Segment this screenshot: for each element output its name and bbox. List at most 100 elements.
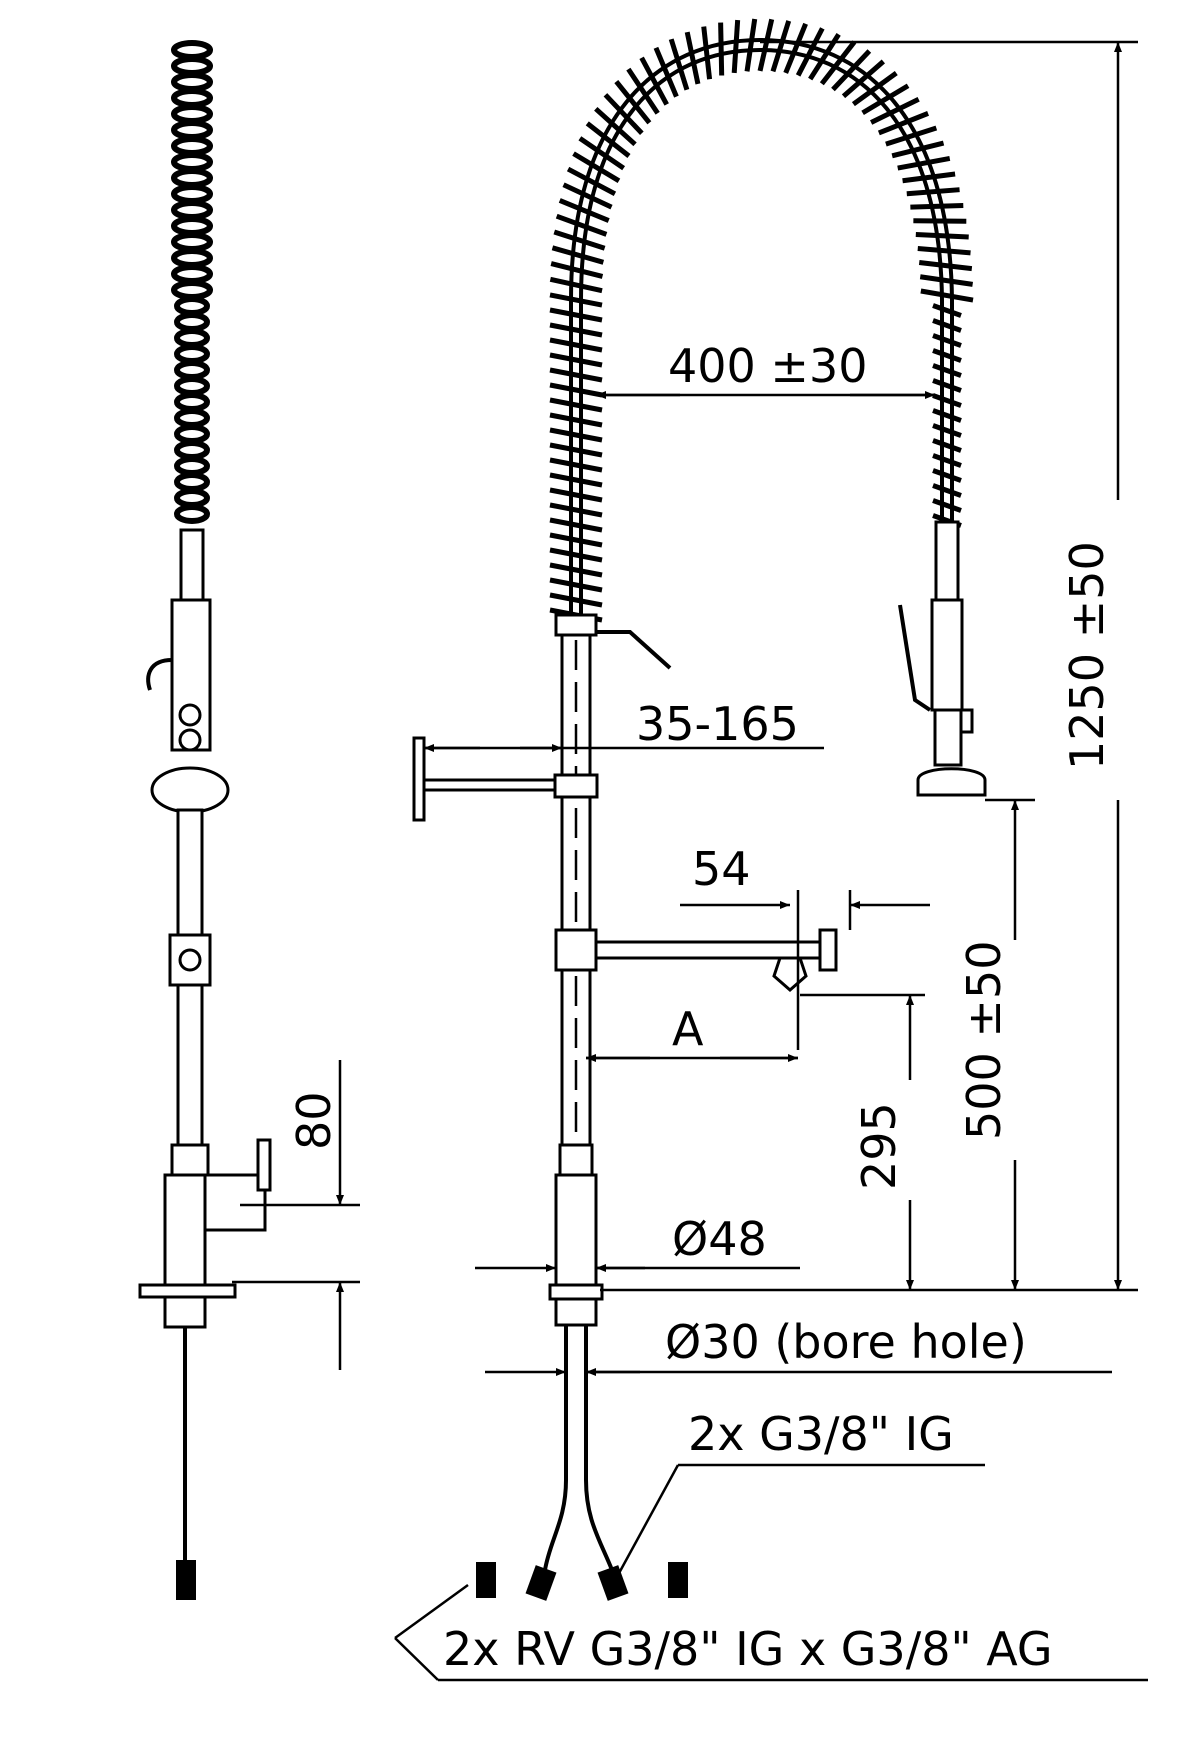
spring-coil — [917, 245, 971, 256]
spring-coil — [549, 547, 603, 563]
spring-coil — [870, 96, 920, 125]
spring-coil — [171, 184, 213, 204]
spring-coil — [549, 307, 603, 323]
side-base-nut — [163, 1295, 207, 1329]
spring-coil — [558, 198, 610, 223]
side-gun-lever — [146, 658, 173, 691]
spring-coil — [831, 49, 872, 92]
spring-coil — [731, 19, 741, 74]
spring-coil — [171, 280, 213, 300]
side-gun-knob — [178, 703, 202, 727]
spring-coil — [174, 344, 210, 364]
spring-coil — [550, 261, 604, 279]
spring-coil — [549, 276, 603, 294]
spring-coil — [932, 498, 962, 513]
spring-coil — [932, 303, 962, 318]
spring-coil — [795, 27, 825, 77]
dim-side-height-label: 80 — [287, 1091, 341, 1150]
spring-coil — [626, 67, 660, 115]
spring-coil — [549, 562, 603, 578]
spring-coil — [549, 382, 603, 398]
side-gun-knob — [178, 728, 202, 752]
front-spray-gun — [930, 598, 964, 712]
front-supply-hose-right — [584, 1325, 614, 1571]
front-mixer-body — [554, 1173, 598, 1287]
note-valves-label: 2x RV G3/8" IG x G3/8" AG — [443, 1622, 1053, 1676]
spring-coil — [555, 213, 608, 237]
spring-coil — [932, 348, 962, 363]
side-spray-gun — [170, 598, 212, 752]
dim-swivel-reach-label: A — [672, 1002, 704, 1056]
dim-body-diameter-label: Ø48 — [672, 1212, 767, 1266]
spring-coil — [932, 483, 962, 498]
spring-coil — [783, 22, 808, 74]
side-base-plate — [138, 1283, 237, 1299]
spring-coil — [551, 245, 605, 265]
front-view — [412, 18, 987, 1601]
spring-coil — [932, 408, 962, 423]
spring-coil — [653, 46, 679, 98]
dim-swivel-offset: 54 — [680, 842, 930, 1050]
dim-wall-bracket: 35-165 — [424, 697, 824, 752]
spring-coil — [549, 322, 603, 338]
spring-coil — [549, 532, 603, 548]
spring-coil — [770, 20, 792, 73]
spring-coil — [174, 312, 210, 332]
front-spring — [549, 18, 974, 623]
spring-coil — [684, 31, 701, 85]
dim-body-diameter: Ø48 — [475, 1212, 800, 1272]
spring-coil — [171, 104, 213, 124]
spring-coil — [877, 111, 929, 136]
front-hose-hook — [596, 630, 672, 670]
front-mixer-nut — [558, 1143, 594, 1177]
side-wall-bracket — [150, 766, 230, 814]
note-connection: 2x G3/8" IG — [616, 1407, 985, 1576]
spring-coil — [171, 168, 213, 188]
spring-coil — [578, 136, 626, 171]
spring-coil — [549, 292, 603, 308]
spring-coil — [171, 264, 213, 284]
spring-coil — [572, 151, 621, 183]
spring-coil — [932, 363, 962, 378]
spring-coil — [920, 288, 974, 303]
spring-coil — [171, 152, 213, 172]
spring-coil — [594, 106, 637, 147]
spring-coil — [171, 216, 213, 236]
spring-coil — [549, 337, 603, 353]
spring-coil — [566, 166, 617, 196]
spring-coil — [932, 333, 962, 348]
spring-coil — [171, 136, 213, 156]
side-hose-segment — [179, 528, 205, 612]
dim-nozzle-height: 500 ±50 — [957, 798, 1035, 1290]
spring-coil — [549, 577, 603, 593]
side-view — [138, 40, 272, 1600]
spring-coil — [549, 517, 603, 533]
spring-coil — [174, 456, 210, 476]
front-gun-lever — [898, 604, 932, 712]
dim-spout-reach-label: 400 ±30 — [668, 339, 868, 393]
spring-coil — [174, 472, 210, 492]
spring-coil — [668, 38, 690, 91]
spring-coil — [549, 487, 603, 503]
spring-hose-inner — [573, 41, 950, 615]
spring-coil — [841, 59, 885, 99]
spring-coil — [757, 18, 775, 72]
front-spout-outlet — [772, 956, 808, 992]
spring-coil — [585, 121, 631, 158]
spring-coil — [553, 229, 606, 251]
dim-swivel-height: 295 — [800, 993, 925, 1290]
check-valve-left — [476, 1562, 496, 1598]
spring-coil — [549, 442, 603, 458]
spring-coil — [549, 367, 603, 383]
note-bore-hole: Ø30 (bore hole) — [485, 1315, 1112, 1376]
spring-coil — [171, 232, 213, 252]
front-hose-lower — [934, 520, 960, 604]
spring-coil — [701, 26, 713, 80]
spring-coil — [897, 155, 951, 171]
front-base-plate — [548, 1283, 604, 1301]
spring-coil — [174, 392, 210, 412]
spring-coil — [171, 120, 213, 140]
spring-coil — [891, 140, 945, 159]
spring-coil — [549, 412, 603, 428]
